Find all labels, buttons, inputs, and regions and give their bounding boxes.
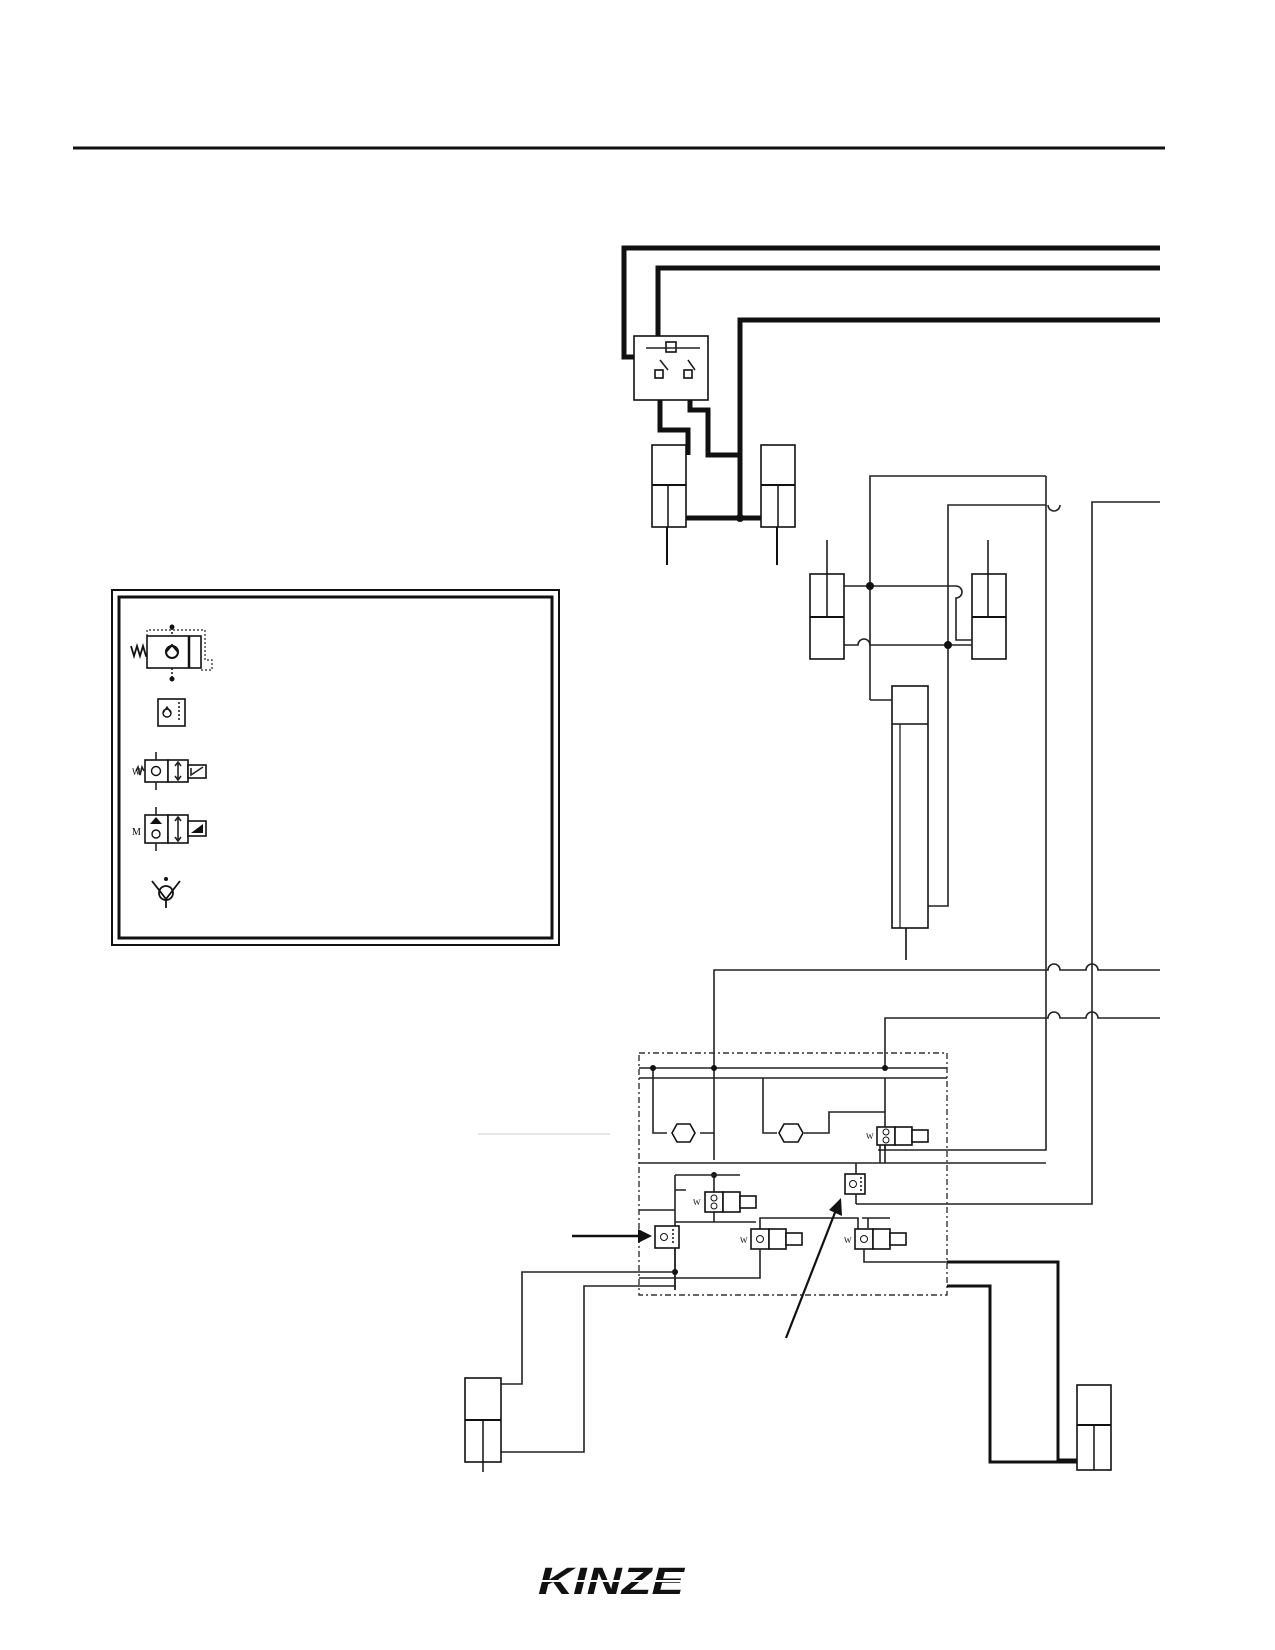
solenoid-valve-spring-icon: W <box>132 752 207 790</box>
lower-cylinder-right <box>1076 1384 1112 1471</box>
pilot-check-valve-left <box>654 1225 680 1249</box>
relief-valve-icon <box>130 624 213 682</box>
solenoid-valve-double-check-icon: M <box>132 807 207 851</box>
callout-arrow-left <box>572 1229 652 1243</box>
mid-cylinder-right <box>971 540 1007 660</box>
lower-cylinder-left <box>464 1377 502 1472</box>
lower-manifold-circuit: W W W <box>464 963 1160 1472</box>
svg-text:W: W <box>866 1132 874 1141</box>
upper-hose-circuit <box>621 245 1160 565</box>
upper-cylinder-left <box>651 444 687 565</box>
pilot-check-valve-icon <box>157 698 186 727</box>
svg-text:M: M <box>132 827 141 838</box>
flow-control-right <box>778 1123 804 1143</box>
middle-cylinder-circuit <box>809 475 1160 1205</box>
svg-text:W: W <box>132 767 141 777</box>
solenoid-valve-lower-left: W <box>740 1217 859 1250</box>
svg-text:W: W <box>844 1236 852 1245</box>
valve-manifold <box>638 1052 948 1296</box>
flow-control-left <box>671 1123 696 1143</box>
check-valve-icon <box>151 877 181 908</box>
solenoid-valve-top-right: W <box>866 1126 929 1163</box>
pilot-check-valve-right <box>844 1173 866 1195</box>
long-cylinder <box>891 685 929 960</box>
solenoid-valve-lower-right: W <box>844 1217 907 1250</box>
upper-cylinder-right <box>760 444 796 565</box>
kinze-logo-icon: KINZE <box>536 1561 686 1603</box>
svg-text:W: W <box>693 1198 701 1207</box>
svg-text:W: W <box>740 1236 748 1245</box>
kinze-logo: KINZE <box>536 1560 686 1603</box>
solenoid-valve-center: W <box>675 1172 757 1222</box>
mid-cylinder-left <box>809 540 845 660</box>
legend-box: W M <box>111 589 560 946</box>
callout-arrow-right <box>784 1198 842 1339</box>
